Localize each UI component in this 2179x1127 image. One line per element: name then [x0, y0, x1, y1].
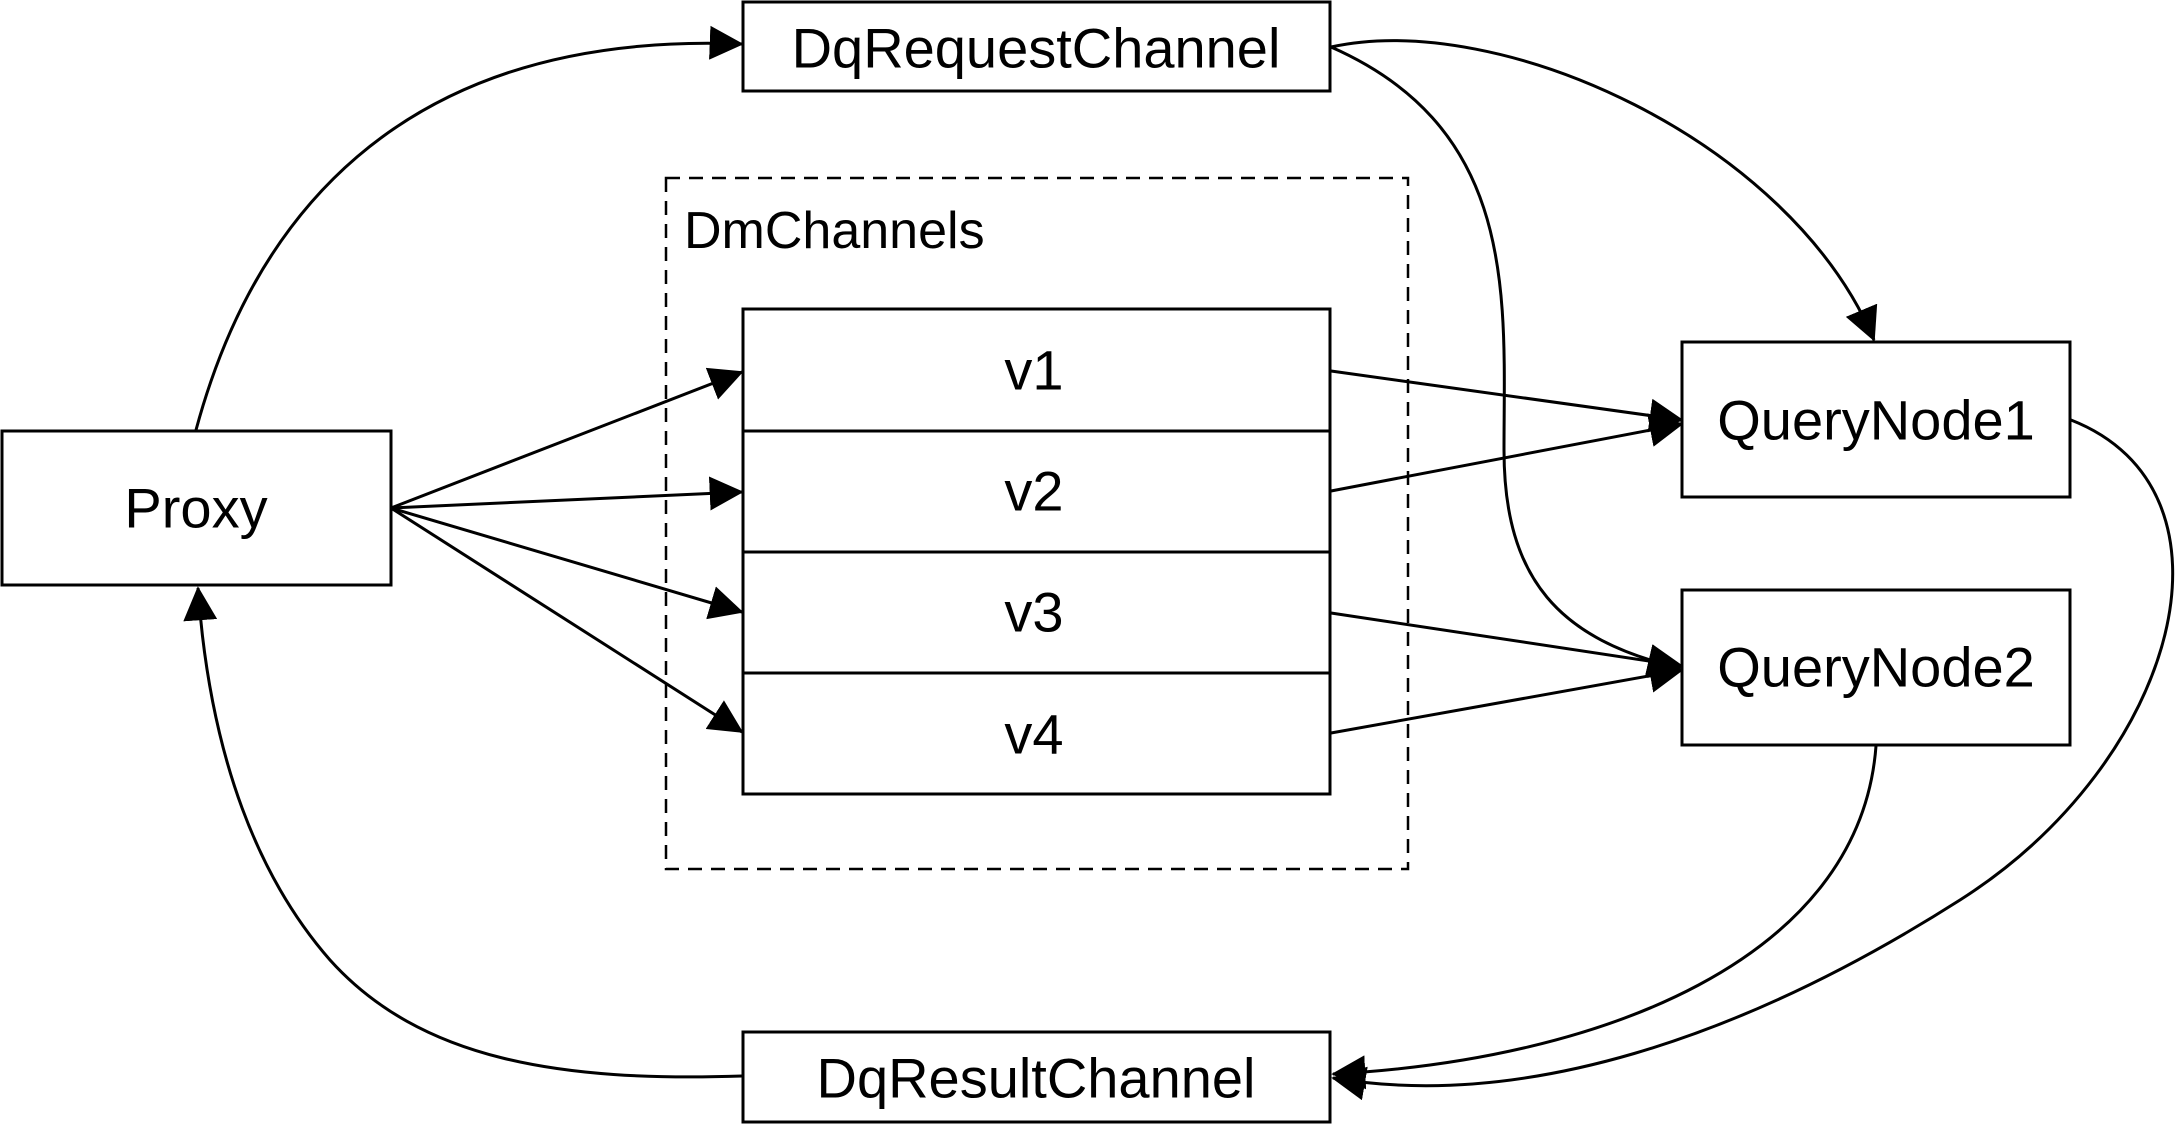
node-querynode1-box [1680, 340, 2072, 499]
node-querynode2: QueryNode2 [1680, 588, 2072, 747]
node-result-channel-label: DqResultChannel [817, 1047, 1256, 1110]
channel-v2-box [741, 429, 1332, 554]
edge-result-channel-to-proxy [183, 586, 743, 1079]
node-request-channel-box [741, 0, 1332, 93]
node-proxy-label: Proxy [124, 477, 267, 540]
dmchannels-group-border [664, 176, 1410, 871]
channel-v1-label: v1 [1004, 339, 1063, 402]
nodes: Proxy DqRequestChannel v1 v2 v3 v4 Query… [0, 0, 2072, 1124]
channel-v4-label: v4 [1004, 703, 1063, 766]
node-request-channel-label: DqRequestChannel [792, 17, 1281, 80]
edge-proxy-to-v2 [390, 476, 744, 511]
edge-v4-to-querynode2 [1330, 658, 1684, 735]
channel-v4-box [741, 671, 1332, 796]
channel-stack: v1 v2 v3 v4 [741, 307, 1332, 796]
channel-v2-label: v2 [1004, 460, 1063, 523]
channel-v3-label: v3 [1004, 581, 1063, 644]
dmchannels-group-label: DmChannels [684, 202, 985, 260]
edge-request-channel-to-querynode1 [1330, 39, 1878, 342]
edge-querynode2-to-result-channel [1331, 745, 1878, 1090]
node-proxy: Proxy [0, 429, 393, 587]
node-querynode2-box [1680, 588, 2072, 747]
node-proxy-box [0, 429, 393, 587]
channel-v1-box [741, 307, 1332, 433]
edge-proxy-to-request-channel [194, 25, 744, 431]
edge-v2-to-querynode1 [1330, 413, 1684, 493]
edge-querynode1-to-result-channel [1331, 418, 2175, 1101]
channel-v3-box [741, 550, 1332, 675]
node-querynode1: QueryNode1 [1680, 340, 2072, 499]
edge-v1-to-querynode1 [1330, 369, 1684, 433]
edge-v3-to-querynode2 [1330, 611, 1684, 678]
edges [183, 25, 2175, 1101]
edge-request-channel-to-querynode2 [1330, 45, 1682, 678]
node-querynode1-label: QueryNode1 [1717, 389, 2035, 452]
node-request-channel: DqRequestChannel [741, 0, 1332, 93]
edge-proxy-to-v3 [390, 506, 744, 620]
edge-proxy-to-v4 [390, 506, 744, 734]
node-result-channel-box [741, 1030, 1332, 1124]
dmchannels-group: DmChannels [664, 176, 1410, 871]
node-querynode2-label: QueryNode2 [1717, 636, 2035, 699]
edge-proxy-to-v1 [390, 367, 744, 510]
node-result-channel: DqResultChannel [741, 1030, 1332, 1124]
